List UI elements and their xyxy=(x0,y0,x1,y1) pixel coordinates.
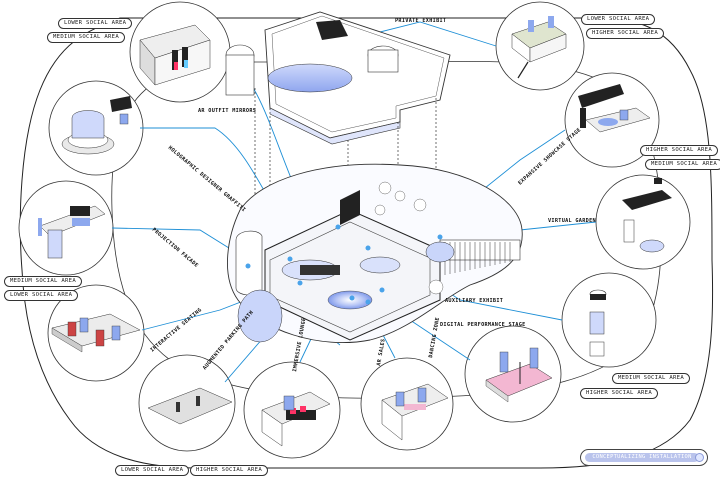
label-ar-sales: AR SALES xyxy=(376,338,387,366)
roof-plan xyxy=(225,11,451,145)
main-building xyxy=(227,163,523,344)
badge-dot-icon xyxy=(695,453,704,462)
vig-dancing-art xyxy=(485,347,553,403)
vig-parking-art xyxy=(147,387,233,425)
vig-ar-mirrors-art xyxy=(139,24,211,86)
outer-boundary xyxy=(19,17,714,469)
vig-expansive-art xyxy=(578,84,651,133)
vig-private-art xyxy=(511,16,567,79)
vig-seating-art xyxy=(51,313,141,353)
vig-auxiliary-art xyxy=(589,289,607,357)
label-expansive: EXPANSIVE SHOWCASE STAGE xyxy=(517,127,582,186)
zone-tag-medium: MEDIUM SOCIAL AREA xyxy=(612,373,691,384)
zone-tag-lower: LOWER SOCIAL AREA xyxy=(115,465,190,476)
label-ar-mirrors: AR OUTFIT MIRRORS xyxy=(198,108,256,114)
zone-tag-higher: HIGHER SOCIAL AREA xyxy=(190,465,269,476)
label-virtual-garden: VIRTUAL GARDEN xyxy=(548,218,596,224)
zone-tag-higher: HIGHER SOCIAL AREA xyxy=(586,28,665,39)
label-holographic: HOLOGRAPHIC DESIGNER GRAFFITI xyxy=(167,145,247,213)
label-dancing: DANCING ZONE xyxy=(428,317,441,358)
vig-holographic-art xyxy=(61,96,132,155)
label-projection: PROJECTION FACADE xyxy=(151,227,199,269)
vig-projection-art xyxy=(38,205,106,259)
label-seating: INTERACTIVE SEATING xyxy=(149,307,203,353)
zone-tag-lower: LOWER SOCIAL AREA xyxy=(4,290,79,301)
label-digital-stage: DIGITAL PERFORMANCE STAGE xyxy=(440,322,526,328)
vig-ar-sales-art xyxy=(381,383,449,441)
concept-badge: CONCEPTUALIZING INSTALLATION xyxy=(580,449,708,466)
vignette-virtual-garden xyxy=(595,174,691,270)
zone-tag-higher: HIGHER SOCIAL AREA xyxy=(640,145,719,156)
zone-tag-higher: HIGHER SOCIAL AREA xyxy=(580,388,659,399)
zone-tag-medium: MEDIUM SOCIAL AREA xyxy=(47,32,126,43)
vignette-auxiliary xyxy=(561,272,657,368)
vig-lounge-art xyxy=(261,391,331,447)
zone-tag-medium: MEDIUM SOCIAL AREA xyxy=(645,159,720,170)
concept-badge-label: CONCEPTUALIZING INSTALLATION xyxy=(585,453,699,462)
zone-tag-medium: MEDIUM SOCIAL AREA xyxy=(4,276,83,287)
label-auxiliary: AUXILIARY EXHIBIT xyxy=(445,298,503,304)
zone-tag-lower: LOWER SOCIAL AREA xyxy=(581,14,656,25)
vig-garden-art xyxy=(622,178,672,253)
zone-tag-lower: LOWER SOCIAL AREA xyxy=(58,18,133,29)
label-parking: AUGMENTED PARKING PATH xyxy=(202,310,255,372)
label-private-exhibit: PRIVATE EXHIBIT xyxy=(395,18,446,24)
